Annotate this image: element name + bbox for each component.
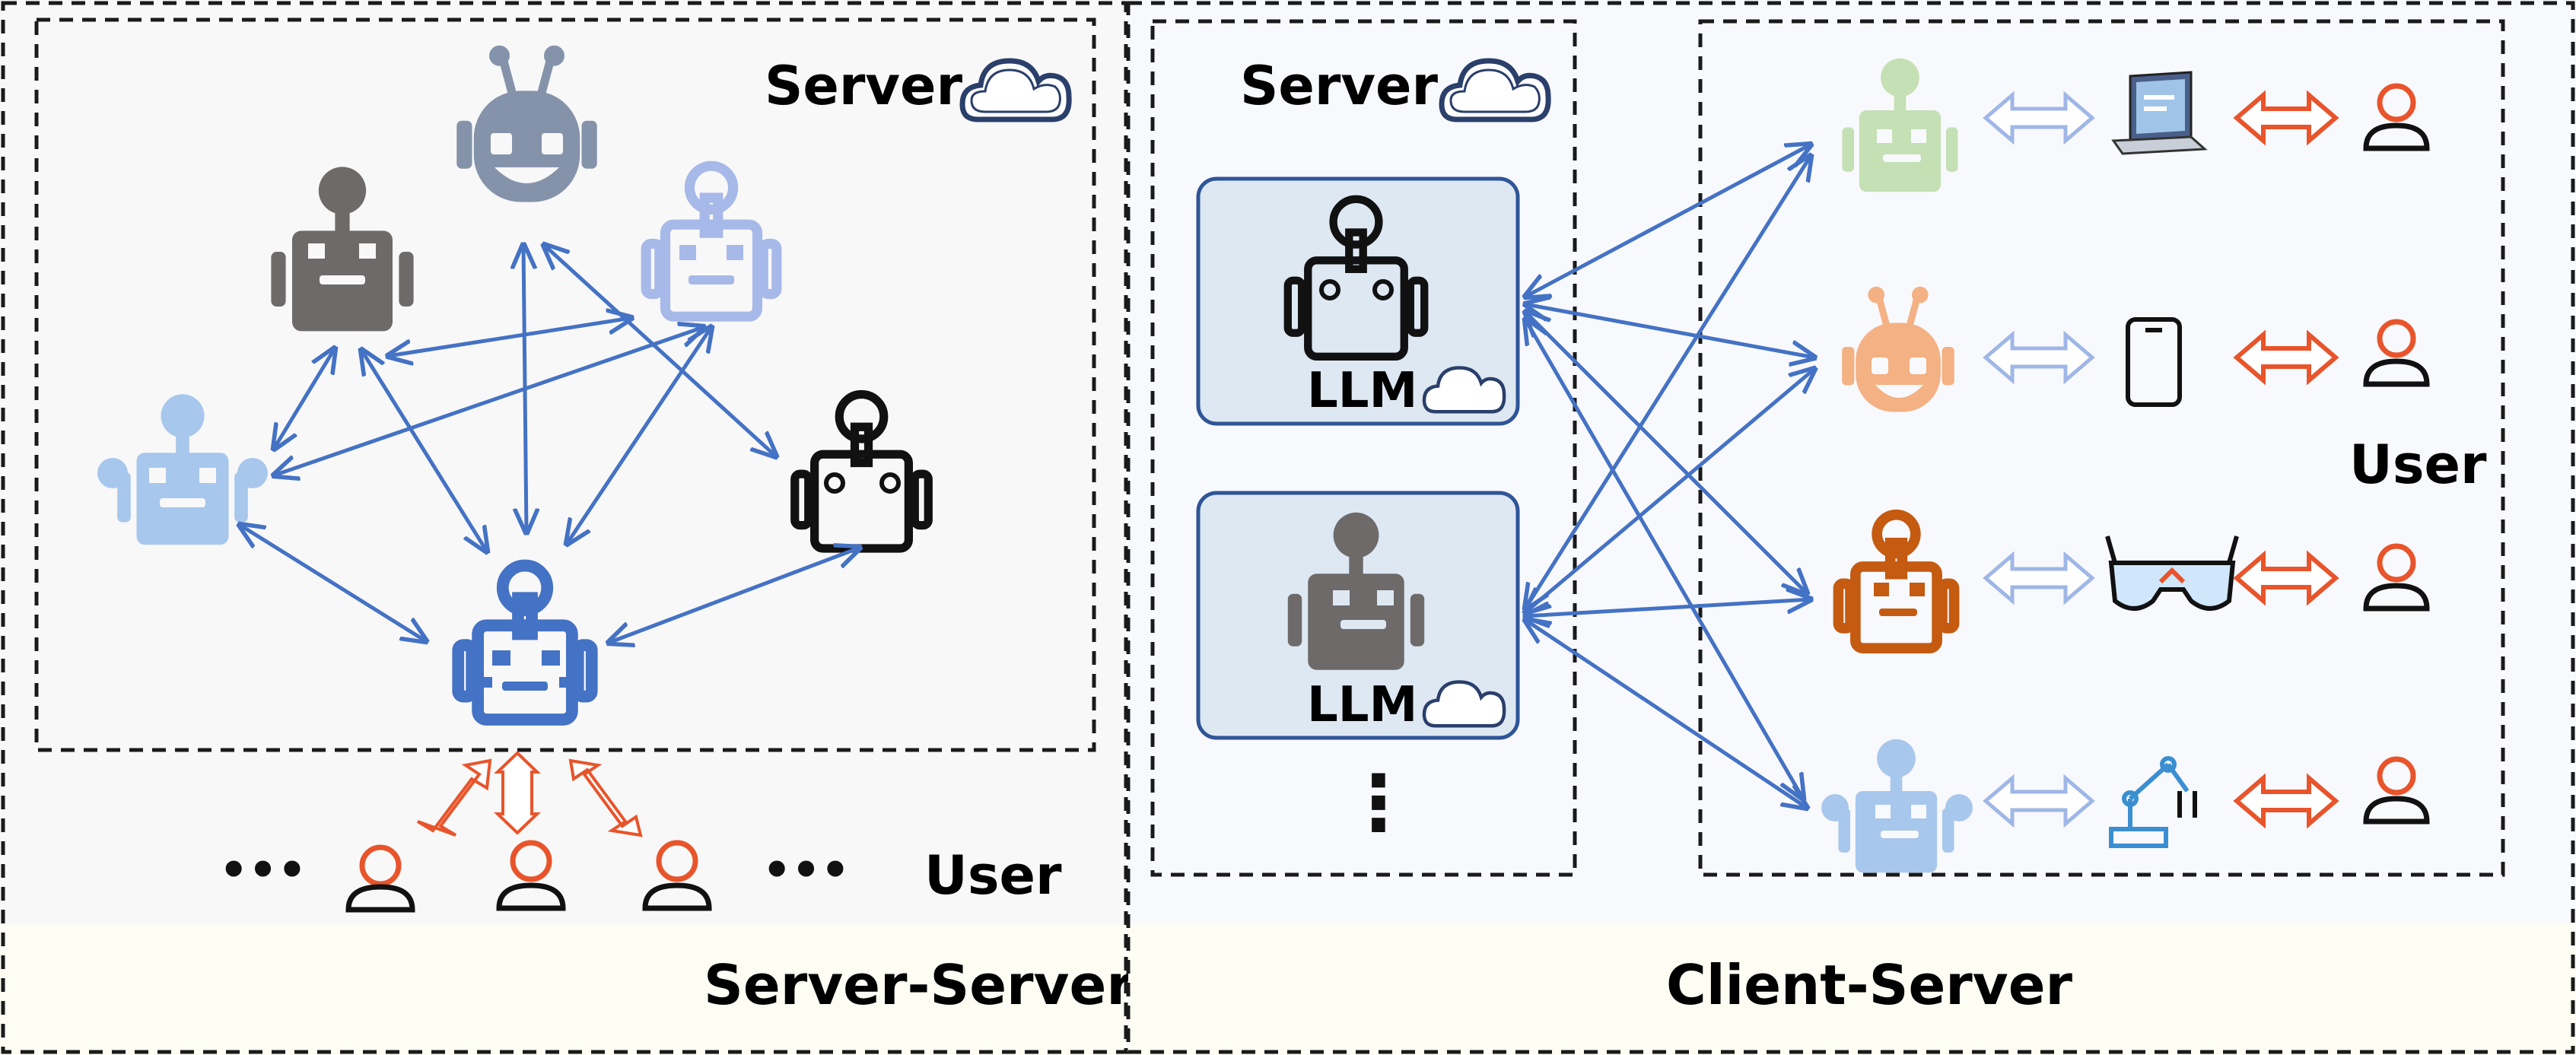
left-user-label: User xyxy=(924,844,1062,907)
llm-label: LLM xyxy=(1307,677,1417,733)
robot-icon xyxy=(271,167,414,332)
left-user-arrows xyxy=(416,751,643,837)
user-icon xyxy=(2363,543,2430,612)
left-caption: Server-Server xyxy=(704,953,1134,1017)
right-connections xyxy=(1525,145,1814,808)
user-icon xyxy=(345,844,415,913)
cloud-icon xyxy=(1439,58,1551,122)
cloud-icon xyxy=(1422,366,1506,414)
phone-icon xyxy=(2126,317,2182,407)
llm-box xyxy=(1196,176,1520,426)
robot-icon xyxy=(1288,199,1424,357)
left-server-box xyxy=(34,17,1096,752)
robot-icon xyxy=(456,45,597,202)
robot-arm-icon xyxy=(2109,756,2197,848)
robot-icon xyxy=(1842,286,1954,412)
left-panel-border xyxy=(1,1,1128,1054)
cloud-icon xyxy=(1422,680,1506,728)
right-caption: Client-Server xyxy=(1666,953,2073,1017)
llm-label: LLM xyxy=(1307,363,1417,419)
right-ellipsis: ⋮ xyxy=(1340,758,1417,847)
left-connections xyxy=(240,245,860,643)
left-ellipsis: ••• xyxy=(219,844,307,897)
user-icon xyxy=(2363,83,2430,151)
user-icon xyxy=(2363,319,2430,387)
robot-icon xyxy=(97,394,268,545)
cloud-icon xyxy=(959,58,1072,122)
user-icon xyxy=(496,840,566,911)
robot-icon xyxy=(1842,58,1958,192)
vr-glasses-icon xyxy=(2105,535,2239,611)
right-user-label: User xyxy=(2349,434,2487,496)
robot-icon xyxy=(1821,739,1973,873)
right-footer-bg xyxy=(1128,924,2576,1055)
right-server-label: Server xyxy=(1240,55,1439,117)
robot-icon xyxy=(458,566,592,720)
client-device-links xyxy=(1983,91,2095,828)
robot-icon xyxy=(1287,512,1425,670)
laptop-icon xyxy=(2111,71,2208,155)
robot-icon xyxy=(795,395,929,549)
user-icon xyxy=(642,840,712,911)
user-icon xyxy=(2363,756,2430,825)
left-server-label: Server xyxy=(765,55,963,117)
left-ellipsis: ••• xyxy=(762,844,850,897)
left-footer-bg xyxy=(0,924,1126,1055)
right-panel-border xyxy=(1126,1,2575,1054)
device-user-links xyxy=(2233,90,2339,829)
robot-icon xyxy=(1838,515,1954,649)
